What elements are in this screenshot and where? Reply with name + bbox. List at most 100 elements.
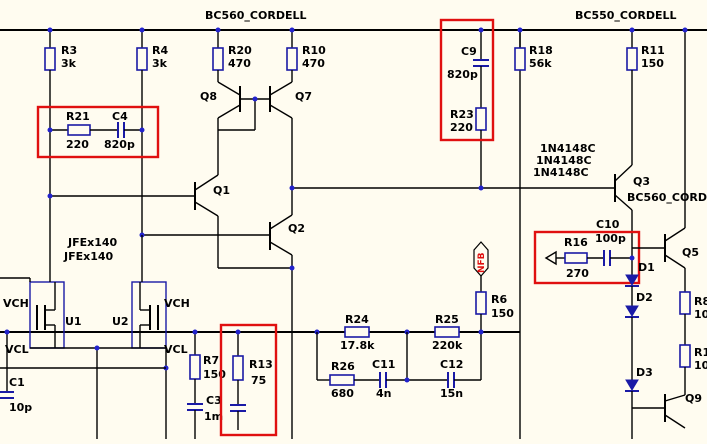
- q7-label: Q7: [295, 90, 312, 103]
- r25-val: 220k: [432, 339, 463, 352]
- r11-val: 150: [641, 57, 664, 70]
- r25-ref: R25: [435, 313, 459, 326]
- u2-vcl: VCL: [164, 343, 188, 356]
- highlight-r21-c4: [36, 105, 160, 159]
- resistor-r11[interactable]: R11 150: [626, 27, 665, 166]
- c9-r23-network[interactable]: C9 820p R23 220: [447, 27, 489, 191]
- r21-ref: R21: [66, 110, 90, 123]
- title-bc550: BC550_CORDELL: [575, 9, 676, 22]
- transistor-q8[interactable]: Q8: [200, 81, 270, 175]
- diode-d3[interactable]: D3: [625, 366, 653, 439]
- q9-label: Q9: [685, 392, 702, 405]
- u2-vch: VCH: [164, 297, 190, 310]
- c10-val: 100p: [595, 232, 626, 245]
- transistor-q7[interactable]: Q7: [218, 81, 312, 215]
- r18-ref: R18: [529, 44, 553, 57]
- r1x-val: 10: [694, 359, 707, 372]
- c12-val: 15n: [440, 387, 463, 400]
- u1-vcl: VCL: [5, 343, 29, 356]
- transistor-q3[interactable]: Q3 BC560_CORD: [614, 164, 707, 275]
- r7-val: 150: [203, 368, 226, 381]
- c1-val: 10p: [9, 401, 32, 414]
- r26-ref: R26: [331, 360, 355, 373]
- r8-ref: R8: [694, 295, 707, 308]
- c9-val: 820p: [447, 68, 478, 81]
- r7-ref: R7: [203, 354, 219, 367]
- transistor-q1[interactable]: Q1: [47, 174, 293, 269]
- diode-label-3: 1N4148C: [533, 166, 589, 179]
- resistor-r8[interactable]: R8 10: [679, 291, 707, 345]
- resistor-r10[interactable]: R10 470: [286, 27, 326, 83]
- transistor-q9[interactable]: Q9: [632, 392, 702, 429]
- c3-val: 1m: [204, 410, 223, 423]
- r16-ref: R16: [564, 236, 588, 249]
- q3-type: BC560_CORD: [627, 191, 707, 204]
- resistor-r20[interactable]: R20 470: [212, 27, 252, 83]
- jfet-label-1: JFEx140: [67, 236, 118, 249]
- c10-r16-network[interactable]: R16 270 C10 100p: [544, 218, 635, 280]
- c1-ref: C1: [9, 376, 25, 389]
- r8-val: 10: [694, 308, 707, 321]
- r20-ref: R20: [228, 44, 252, 57]
- ic-u2[interactable]: VCH VCL U2: [112, 235, 190, 356]
- r18-val: 56k: [529, 57, 552, 70]
- c12-ref: C12: [440, 358, 463, 371]
- resistor-r6[interactable]: R6 150: [475, 291, 514, 380]
- transistor-q5[interactable]: Q5: [632, 27, 699, 293]
- r26-c11-c12-network[interactable]: R26 680 C11 4n C12 15n: [316, 332, 481, 400]
- c3-ref: C3: [206, 394, 222, 407]
- q5-label: Q5: [682, 246, 699, 259]
- capacitor-c1[interactable]: C1 10p: [0, 329, 166, 415]
- r20-val: 470: [228, 57, 251, 70]
- title-bc560: BC560_CORDELL: [205, 9, 306, 22]
- r26-val: 680: [331, 387, 354, 400]
- r23-ref: R23: [450, 108, 474, 121]
- resistor-r25[interactable]: R25 220k: [404, 313, 463, 352]
- transistor-q2[interactable]: Q2: [139, 214, 306, 439]
- diode-label-2: 1N4148C: [536, 154, 592, 167]
- r10-val: 470: [302, 57, 325, 70]
- r10-ref: R10: [302, 44, 326, 57]
- c9-ref: C9: [461, 45, 477, 58]
- resistor-r24[interactable]: R24 17.8k: [314, 313, 376, 352]
- resistor-r4[interactable]: R4 3k: [136, 27, 168, 236]
- r3-val: 3k: [61, 57, 77, 70]
- r13-ref: R13: [249, 358, 273, 371]
- q8-label: Q8: [200, 90, 217, 103]
- d1-label: D1: [638, 261, 655, 274]
- resistor-r18[interactable]: R18 56k: [514, 27, 553, 71]
- u2-label: U2: [112, 315, 129, 328]
- diode-d2[interactable]: D2: [625, 286, 653, 380]
- r3-ref: R3: [61, 44, 77, 57]
- q1-label: Q1: [213, 184, 230, 197]
- u1-label: U1: [65, 315, 82, 328]
- diode-label-1: 1N4148C: [540, 142, 596, 155]
- resistor-r1x[interactable]: R1 10: [679, 344, 707, 395]
- nfb-flag[interactable]: NFB: [473, 241, 489, 292]
- c4-ref: C4: [112, 110, 128, 123]
- d2-label: D2: [636, 291, 653, 304]
- r21-c4-network[interactable]: R21 220 C4 820p: [47, 110, 145, 151]
- r4-ref: R4: [152, 44, 168, 57]
- c4-val: 820p: [104, 138, 135, 151]
- r21-val: 220: [66, 138, 89, 151]
- highlight-r13: [219, 323, 278, 437]
- c11-ref: C11: [372, 358, 395, 371]
- q2-label: Q2: [288, 222, 305, 235]
- nfb-label: NFB: [477, 252, 487, 273]
- u1-vch: VCH: [3, 297, 29, 310]
- q3-label: Q3: [633, 175, 650, 188]
- d3-label: D3: [636, 366, 653, 379]
- r23-val: 220: [450, 121, 473, 134]
- resistor-r3[interactable]: R3 3k: [44, 27, 77, 201]
- resistor-r13[interactable]: R13 75: [230, 329, 273, 431]
- c10-ref: C10: [596, 218, 620, 231]
- r24-val: 17.8k: [340, 339, 375, 352]
- r11-ref: R11: [641, 44, 665, 57]
- r6-val: 150: [491, 307, 514, 320]
- jfet-label-2: JFEx140: [63, 250, 114, 263]
- highlight-c9-r23: [439, 18, 495, 142]
- c11-val: 4n: [376, 387, 392, 400]
